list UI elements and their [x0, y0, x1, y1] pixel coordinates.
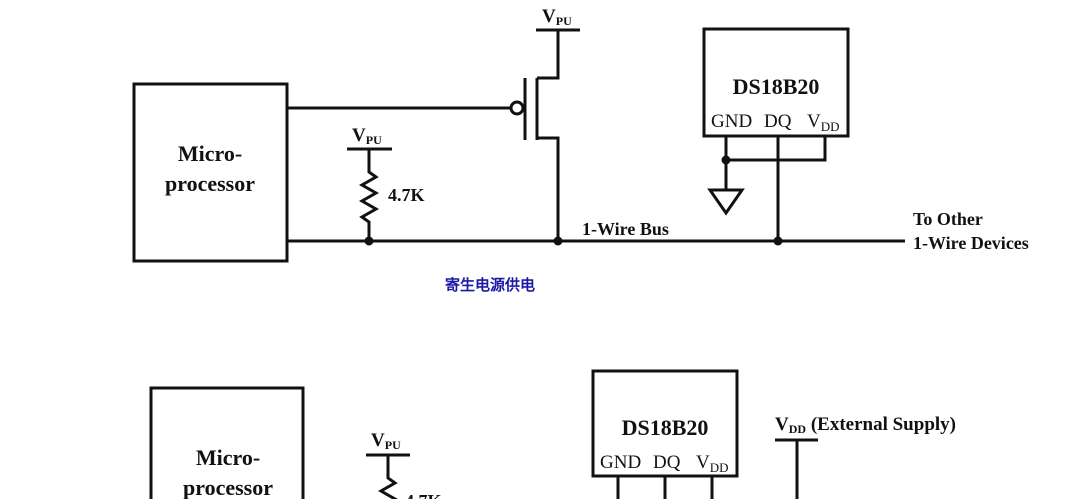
microprocessor-box	[149, 386, 305, 499]
ds18b20-chip	[702, 27, 850, 138]
microprocessor-label-1: Micro-	[178, 141, 242, 166]
vdd-to-gnd-wire	[726, 136, 827, 162]
microprocessor-box	[132, 82, 289, 263]
vpu-label-fet: VPU	[542, 6, 572, 28]
pin-dq-label: DQ	[764, 111, 792, 132]
vpu-label-res: VPU	[371, 430, 401, 452]
pin-gnd-label: GND	[711, 111, 752, 132]
other-devices-label-1: To Other	[913, 209, 983, 229]
bus-label: 1-Wire Bus	[582, 219, 669, 239]
microprocessor-label-1: Micro-	[196, 445, 260, 470]
bottom-circuit: Micro- processor VPU 4.7K DS18B20 GND DQ…	[149, 369, 956, 499]
microprocessor-label-2: processor	[183, 475, 273, 499]
pmos-drain	[537, 30, 560, 80]
resistor-label: 4.7K	[388, 185, 425, 205]
pmos-source	[537, 136, 560, 241]
junction-dot	[553, 236, 563, 246]
vpu-label-res: VPU	[352, 125, 382, 147]
microprocessor-label-2: processor	[165, 171, 255, 196]
pin-vdd-label: VDD	[696, 452, 729, 475]
junction-dot	[721, 155, 731, 165]
pin-vdd-label: VDD	[807, 111, 840, 134]
pin-dq-label: DQ	[653, 452, 681, 473]
pin-gnd-label: GND	[600, 452, 641, 473]
other-devices-label-2: 1-Wire Devices	[913, 233, 1029, 253]
ground-icon	[707, 188, 745, 216]
top-circuit: Micro- processor VPU 1-Wire Bus VPU 4.7K…	[132, 6, 1029, 294]
junction-dot	[364, 236, 374, 246]
parasite-power-caption: 寄生电源供电	[445, 276, 535, 294]
chip-label: DS18B20	[622, 415, 709, 440]
chip-label: DS18B20	[733, 74, 820, 99]
pullup-resistor	[358, 149, 380, 241]
external-supply-label: VDD (External Supply)	[775, 414, 956, 436]
resistor-label: 4.7K	[405, 491, 442, 499]
pmos-bubble	[509, 100, 525, 116]
pullup-resistor	[377, 455, 399, 499]
